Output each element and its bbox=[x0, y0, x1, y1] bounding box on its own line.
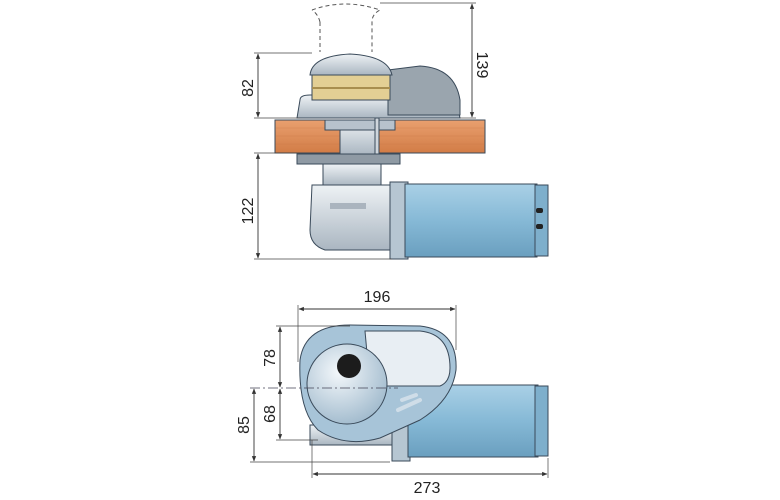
deck-collar bbox=[324, 119, 396, 131]
chain-stopper-dashed-outline bbox=[311, 3, 382, 52]
gearbox-logo-plate bbox=[330, 203, 366, 209]
dimension-label-68: 68 bbox=[262, 405, 279, 423]
top-view: 196 78 68 85 273 bbox=[236, 289, 549, 497]
terminal bbox=[536, 208, 543, 213]
dimension-label-273: 273 bbox=[414, 480, 441, 497]
dimension-label-78: 78 bbox=[262, 349, 279, 367]
terminal bbox=[536, 224, 543, 229]
gearbox bbox=[309, 184, 399, 251]
motor bbox=[404, 183, 538, 258]
under-deck-flange bbox=[296, 153, 401, 165]
gearbox-neck bbox=[322, 163, 382, 187]
spline-hole bbox=[337, 354, 361, 378]
dimension-label-196: 196 bbox=[364, 289, 391, 306]
drum-top bbox=[306, 343, 388, 425]
drum-cap bbox=[309, 53, 393, 76]
motor-end-cap bbox=[534, 184, 549, 257]
dimension-label-122: 122 bbox=[240, 198, 257, 225]
dimension-label-82: 82 bbox=[240, 79, 257, 97]
hood-cover bbox=[364, 330, 451, 387]
hood bbox=[387, 65, 461, 116]
dimension-label-139: 139 bbox=[473, 52, 490, 79]
motor-end-cap-top bbox=[534, 385, 549, 457]
dimension-label-85: 85 bbox=[236, 416, 253, 434]
side-view: 139 82 122 bbox=[240, 2, 549, 260]
